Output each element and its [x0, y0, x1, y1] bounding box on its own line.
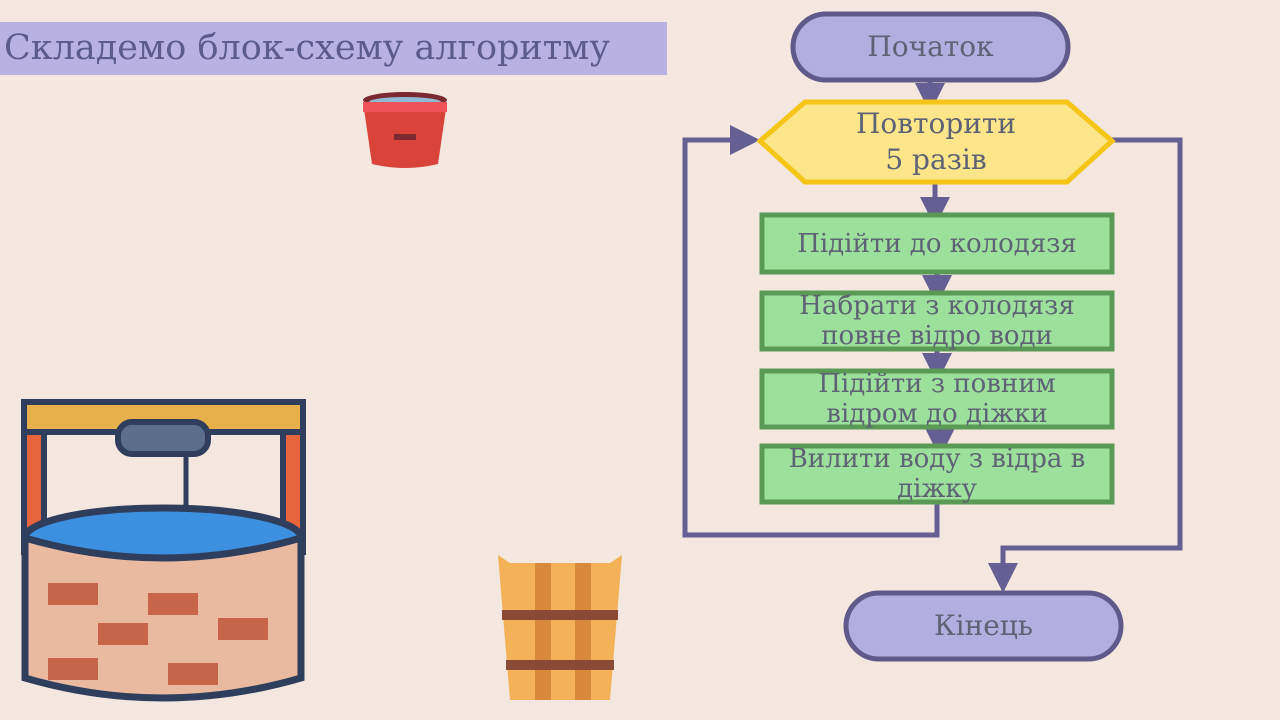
loop-label: Повторити 5 разів — [855, 107, 1017, 176]
step-label: Підійти до колодязя — [797, 228, 1077, 259]
end-label: Кінець — [933, 609, 1034, 642]
start-terminal — [790, 11, 1071, 83]
step-block — [759, 443, 1115, 505]
end-terminal — [843, 590, 1124, 662]
step-block — [759, 212, 1115, 275]
step-block — [759, 368, 1115, 430]
step-label: Набрати з колодязя повне відро води — [799, 291, 1075, 351]
loop-back-arrow — [682, 125, 940, 538]
step-block — [759, 290, 1115, 352]
wooden-tub-icon — [498, 555, 622, 700]
page-title: Складемо блок-схему алгоритму — [0, 22, 667, 75]
start-label: Початок — [867, 30, 994, 63]
water-well-icon — [21, 399, 306, 702]
step-label: Підійти з повним відром до діжки — [818, 369, 1056, 429]
loop-exit-arrow — [988, 137, 1183, 593]
step-label: Вилити воду з відра в діжку — [788, 444, 1086, 504]
red-bucket-icon — [363, 92, 447, 168]
loop-block — [756, 99, 1116, 185]
